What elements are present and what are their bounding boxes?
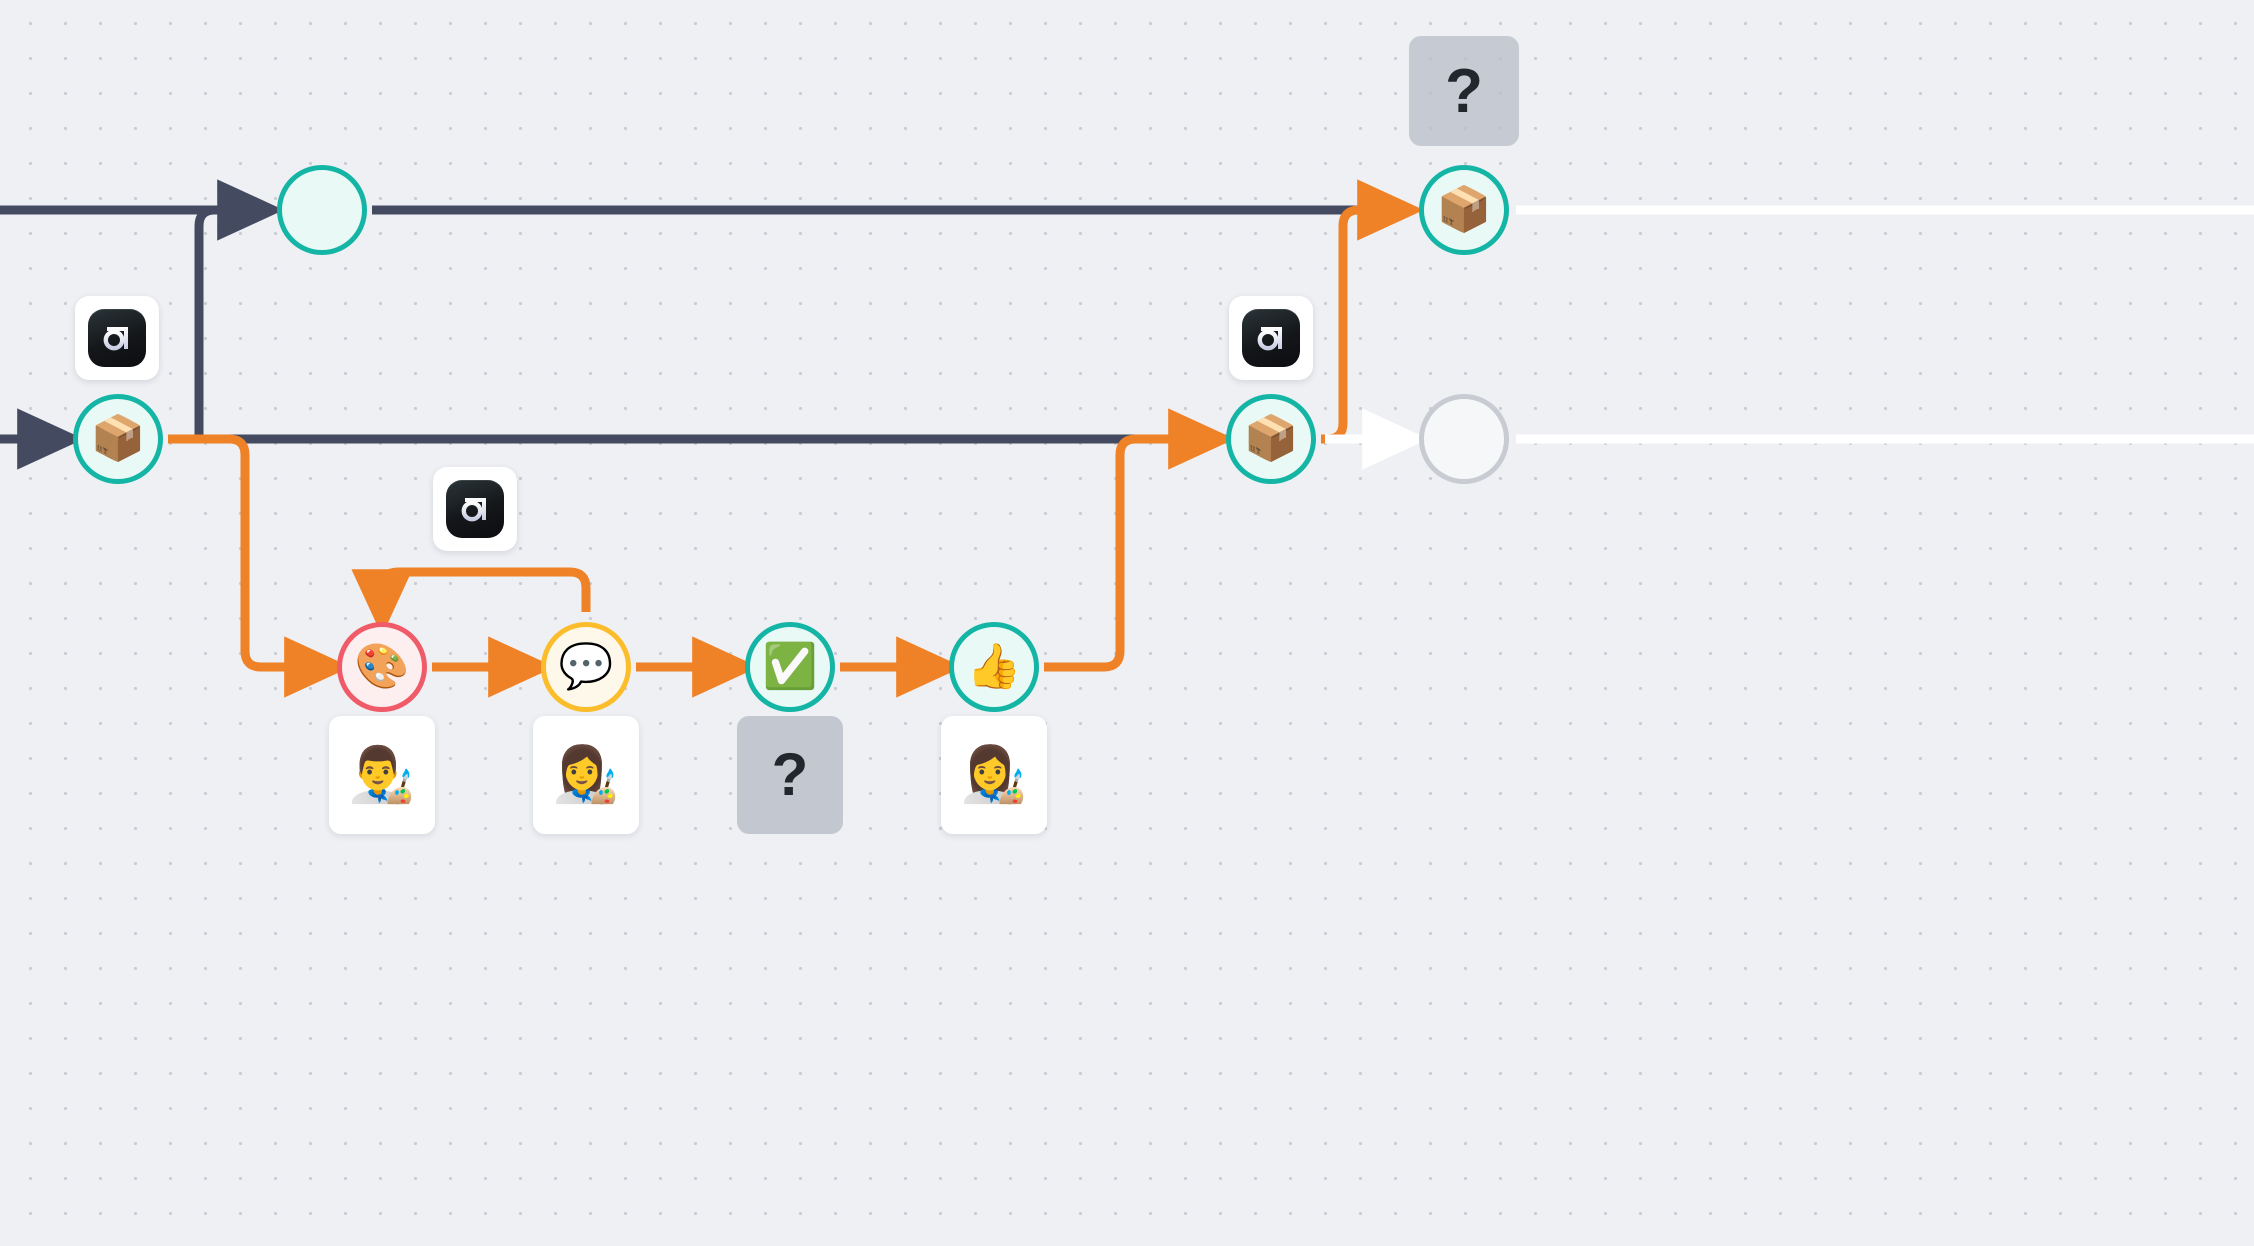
package-icon: 📦 [90,414,146,463]
node-check-approved[interactable]: ✅ [745,622,835,712]
node-thumbs-up[interactable]: 👍 [949,622,1039,712]
check-icon: ✅ [762,642,818,691]
app-icon-card-right[interactable] [1229,296,1313,380]
app-logo-icon [446,480,504,538]
node-package-right[interactable]: 📦 [1419,165,1509,255]
node-package-left[interactable]: 📦 [73,394,163,484]
node-comment-bubble[interactable]: 💬 [541,622,631,712]
app-icon-card-left[interactable] [75,296,159,380]
package-icon: 📦 [1436,185,1492,234]
app-logo-icon [88,309,146,367]
avatar-card-unknown[interactable]: ? [737,716,843,834]
app-icon-card-middle[interactable] [433,467,517,551]
avatar-card-artist-1[interactable]: 👨‍🎨 [329,716,435,834]
comment-icon: 💬 [558,642,614,691]
avatar-card-artist-2[interactable]: 👩‍🎨 [533,716,639,834]
package-icon: 📦 [1243,414,1299,463]
placeholder-question-label: ? [1445,56,1483,126]
avatar-card-artist-3[interactable]: 👩‍🎨 [941,716,1047,834]
placeholder-unknown-node[interactable]: ? [1409,36,1519,146]
node-package-mid[interactable]: 📦 [1226,394,1316,484]
edge-package-left-to-palette [168,434,351,698]
artist-avatar-icon: 👩‍🎨 [552,745,620,805]
edge-package-mid-to-right [1321,179,1424,444]
artist-avatar-icon: 👩‍🎨 [960,745,1028,805]
unknown-avatar-label: ? [771,741,809,808]
artist-avatar-icon: 👨‍🎨 [348,745,416,805]
node-design-palette[interactable]: 🎨 [337,622,427,712]
edge-comment-loopback [351,567,591,636]
edge-package-left-to-top [194,205,255,439]
edge-thumbsup-to-package-mid [1044,408,1235,672]
app-logo-icon [1242,309,1300,367]
palette-icon: 🎨 [354,642,410,691]
node-empty-top[interactable] [277,165,367,255]
node-ghost-pending[interactable] [1419,394,1509,484]
thumbs-up-icon: 👍 [966,642,1022,691]
